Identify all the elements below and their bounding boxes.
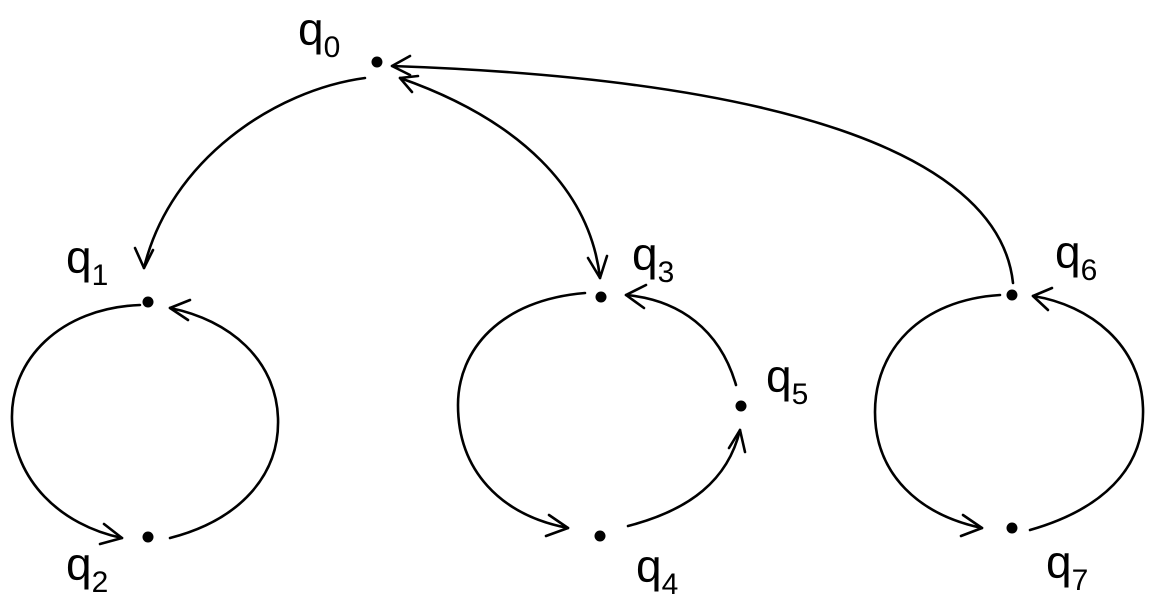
label-q6: q6 xyxy=(1055,226,1097,287)
edges xyxy=(10,54,1145,546)
node-q2-dot xyxy=(142,531,154,543)
edge-q6-q7 xyxy=(873,293,1002,538)
node-q7-dot xyxy=(1006,522,1018,534)
edge-q5-q3 xyxy=(624,283,738,387)
node-q4-dot xyxy=(594,530,606,542)
edge-q0-q1 xyxy=(133,76,367,270)
edge-q7-q6 xyxy=(1028,286,1145,532)
node-q3-dot xyxy=(595,291,607,303)
label-q4: q4 xyxy=(636,540,678,601)
edge-q3-q4 xyxy=(456,291,587,538)
label-q5: q5 xyxy=(766,350,808,411)
label-q3: q3 xyxy=(632,228,674,289)
label-q2: q2 xyxy=(66,538,108,599)
label-q0: q0 xyxy=(298,3,340,64)
node-q0-dot xyxy=(371,56,383,68)
edge-q2-q1 xyxy=(168,298,280,540)
nodes xyxy=(142,56,1018,543)
edge-q0-q3 xyxy=(398,74,609,280)
node-q5-dot xyxy=(735,400,747,412)
labels: q0 q1 q2 q3 q4 q5 q6 q7 xyxy=(66,3,1097,601)
node-q6-dot xyxy=(1006,289,1018,301)
label-q7: q7 xyxy=(1046,536,1088,597)
node-q1-dot xyxy=(142,296,154,308)
label-q1: q1 xyxy=(66,231,108,292)
edge-q4-q5 xyxy=(626,428,747,528)
edge-q6-q0 xyxy=(390,54,1015,285)
edge-q1-q2 xyxy=(10,303,142,546)
